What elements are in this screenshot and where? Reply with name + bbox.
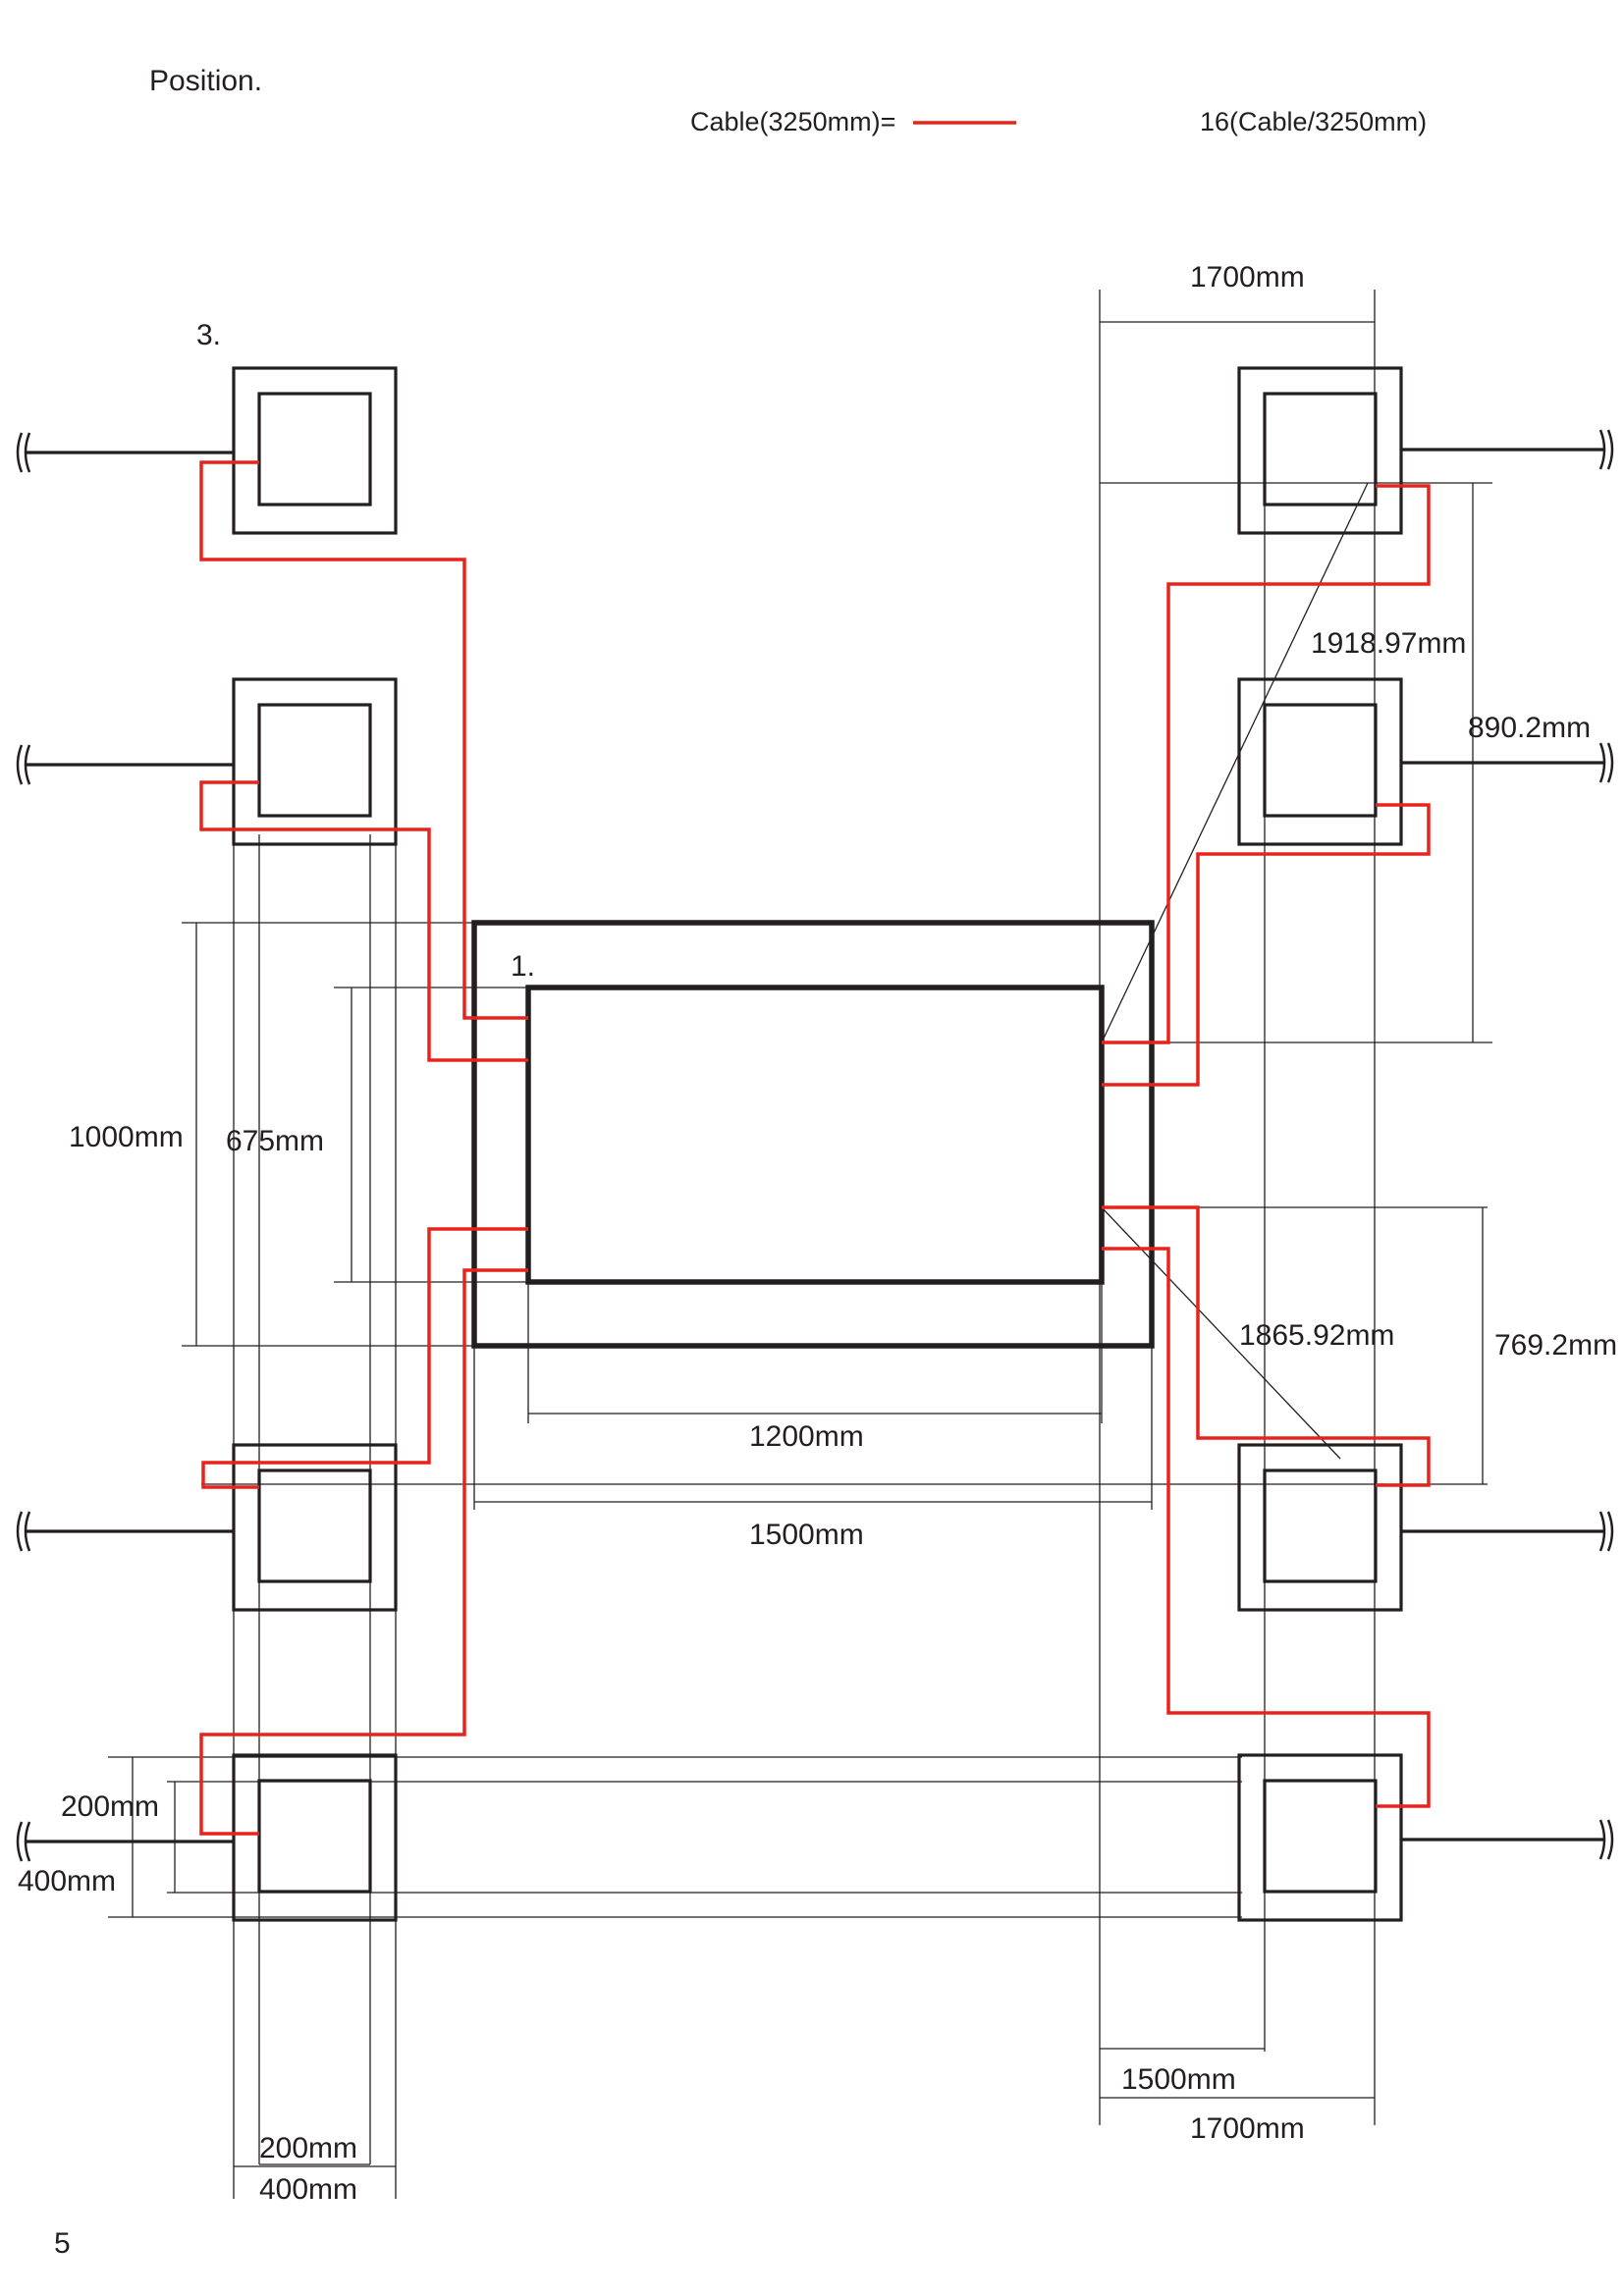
dim-frame-outer-width: 1500mm [749, 1519, 864, 1551]
dim-vert-upper: 890.2mm [1468, 712, 1591, 744]
legend-label: Cable(3250mm)= [690, 107, 895, 136]
main-frame-inner [525, 985, 1105, 1285]
cable-right-3 [1102, 1205, 1431, 1487]
page-title: Position. [149, 65, 262, 97]
post-right-2 [1237, 677, 1605, 846]
cable-left-3 [201, 1227, 528, 1489]
cable-right-2 [1102, 803, 1431, 1087]
post-right-4 [1237, 1753, 1605, 1922]
dim-post-inner-vertical: 200mm [61, 1790, 159, 1823]
break-symbols [16, 429, 1614, 1862]
section-label-main: 1. [511, 950, 535, 983]
dim-post-inner-horizontal: 200mm [259, 2132, 357, 2164]
cable-right-1 [1102, 484, 1431, 1044]
dim-post-outer-horizontal: 400mm [259, 2173, 357, 2206]
section-label-post: 3. [196, 319, 221, 351]
dim-frame-inner-width: 1200mm [749, 1420, 864, 1453]
dim-frame-outer-height: 1000mm [69, 1121, 184, 1153]
dim-vert-lower: 769.2mm [1494, 1329, 1617, 1362]
post-left-3 [25, 1443, 398, 1612]
post-right-1 [1237, 366, 1605, 535]
legend-count: 16(Cable/3250mm) [1200, 107, 1427, 136]
post-left-2 [25, 677, 398, 846]
cable-left-2 [199, 780, 528, 1062]
dim-post-outer-vertical: 400mm [18, 1865, 116, 1897]
cable-left-1 [199, 460, 528, 1020]
dim-diag-lower: 1865.92mm [1239, 1319, 1394, 1352]
cables [199, 460, 1431, 1836]
dim-frame-inner-height: 675mm [226, 1125, 324, 1157]
main-frame-outer [471, 920, 1155, 1349]
page-number: 5 [54, 2227, 71, 2260]
post-right-3 [1237, 1443, 1605, 1612]
dim-top-width: 1700mm [1190, 261, 1305, 294]
dim-bottom-outer: 1700mm [1190, 2112, 1305, 2145]
post-left-1 [25, 366, 398, 535]
construction-lines [108, 290, 1492, 2199]
cable-left-4 [199, 1268, 528, 1836]
cable-right-4 [1102, 1247, 1431, 1808]
post-left-4 [25, 1753, 398, 1922]
dim-bottom-inner: 1500mm [1121, 2063, 1236, 2096]
dim-diag-upper: 1918.97mm [1311, 627, 1466, 660]
